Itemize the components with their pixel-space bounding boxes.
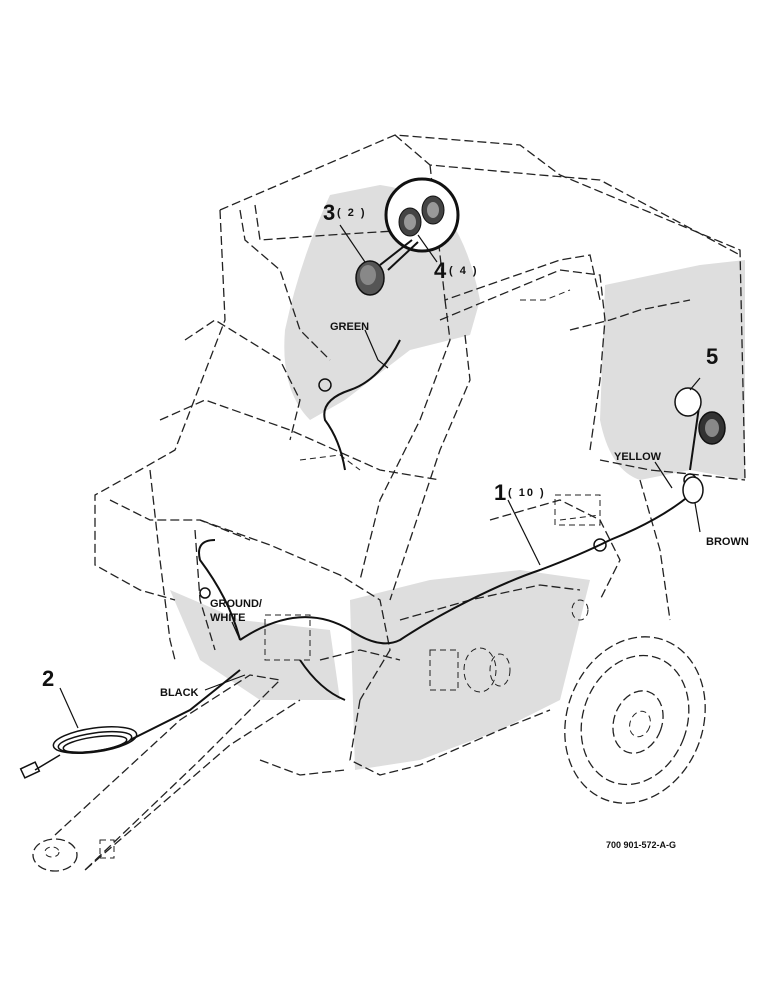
callout-3-qty: ( 2 )	[337, 207, 367, 219]
wire-label-black: BLACK	[160, 687, 199, 699]
wheel	[564, 636, 706, 804]
callout-1-qty: ( 10 )	[508, 487, 546, 499]
wire-label-ground-line2: WHITE	[210, 612, 245, 624]
callout-4-qty: ( 4 )	[449, 265, 479, 277]
amber-lamp	[355, 260, 385, 296]
wire-label-green: GREEN	[330, 321, 369, 333]
wire-label-brown: BROWN	[706, 536, 749, 548]
tail-lamp-assembly	[674, 387, 726, 504]
reflector-detail-circle	[379, 177, 460, 271]
tongue	[32, 674, 301, 872]
callout-3-number: 3	[323, 200, 335, 225]
callout-2-number: 2	[42, 666, 54, 691]
drawing-id: 700 901-572-A-G	[606, 840, 676, 850]
callout-4-number: 4	[434, 258, 447, 283]
wire-label-yellow: YELLOW	[614, 451, 662, 463]
gearbox-detail	[264, 494, 601, 693]
callout-1-number: 1	[494, 480, 506, 505]
leader-lines	[59, 224, 701, 729]
callout-5-number: 5	[706, 344, 718, 369]
wiring-harness	[198, 339, 701, 701]
wire-label-ground-line1: GROUND/	[210, 598, 262, 610]
